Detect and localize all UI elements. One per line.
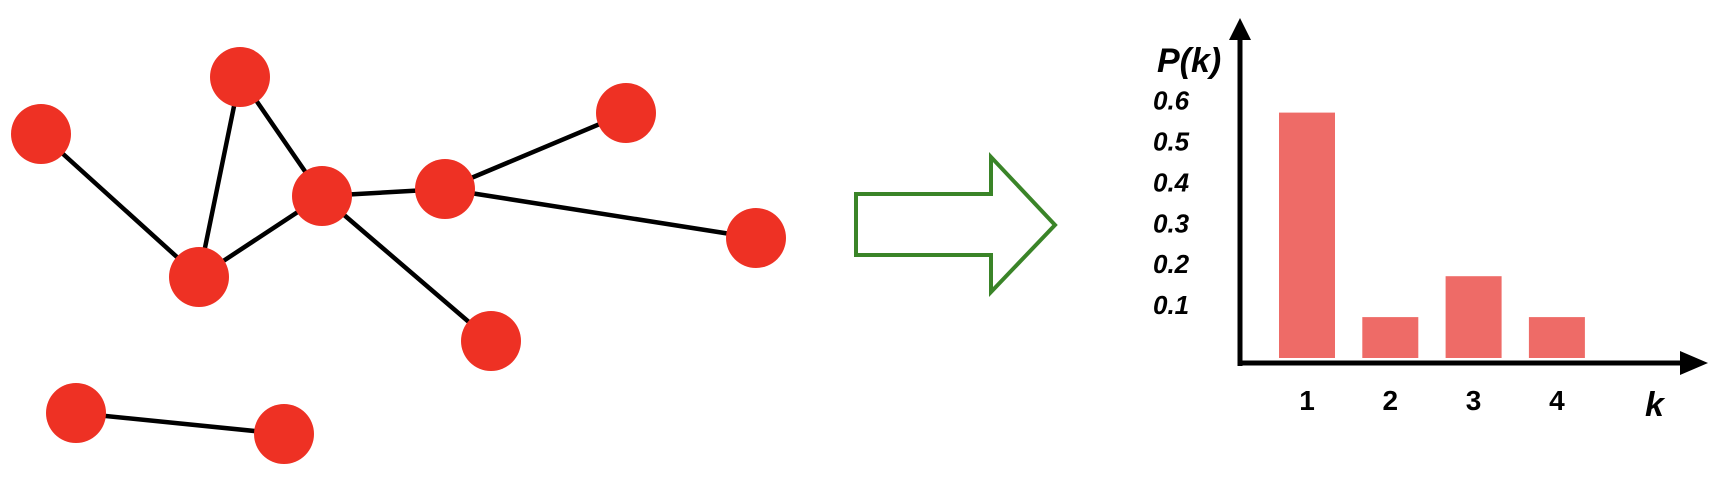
- edge: [38, 131, 202, 280]
- node: [461, 311, 521, 371]
- x-tick-label: 3: [1466, 385, 1482, 416]
- node: [254, 404, 314, 464]
- y-tick-label: 0.3: [1153, 208, 1190, 238]
- x-tick-label: 4: [1549, 385, 1565, 416]
- y-tick-label: 0.5: [1153, 127, 1190, 157]
- y-tick-label: 0.1: [1153, 290, 1189, 320]
- node: [596, 83, 656, 143]
- node: [726, 208, 786, 268]
- right-arrow-icon: [854, 151, 1058, 297]
- edge: [196, 74, 243, 280]
- bar-3: [1445, 276, 1502, 358]
- edge: [319, 193, 494, 344]
- x-axis-arrowhead: [1680, 351, 1708, 375]
- y-tick-label: 0.2: [1153, 249, 1190, 279]
- network-graph: [11, 47, 786, 464]
- y-tick-labels: 0.1 0.2 0.3 0.4 0.5 0.6: [1153, 86, 1190, 321]
- node: [11, 104, 71, 164]
- edge: [442, 110, 629, 192]
- degree-distribution-chart: 0.1 0.2 0.3 0.4 0.5 0.6 1 2 3 4 P(k) k: [1153, 18, 1708, 424]
- bar-1: [1279, 112, 1335, 358]
- node: [292, 166, 352, 226]
- node: [210, 47, 270, 107]
- node: [415, 159, 475, 219]
- x-axis-label: k: [1645, 386, 1666, 424]
- y-tick-label: 0.6: [1153, 86, 1190, 116]
- bar-2: [1362, 317, 1419, 358]
- bars: [1279, 112, 1585, 358]
- x-tick-label: 1: [1299, 385, 1315, 416]
- y-tick-label: 0.4: [1153, 167, 1190, 197]
- x-tick-labels: 1 2 3 4: [1299, 385, 1565, 416]
- bar-4: [1528, 317, 1585, 358]
- x-tick-label: 2: [1383, 385, 1399, 416]
- edge: [73, 410, 287, 437]
- edge: [442, 186, 759, 241]
- network-nodes: [11, 47, 786, 464]
- y-axis-arrowhead: [1229, 18, 1251, 40]
- node: [169, 247, 229, 307]
- y-axis-label: P(k): [1157, 42, 1221, 80]
- node: [46, 383, 106, 443]
